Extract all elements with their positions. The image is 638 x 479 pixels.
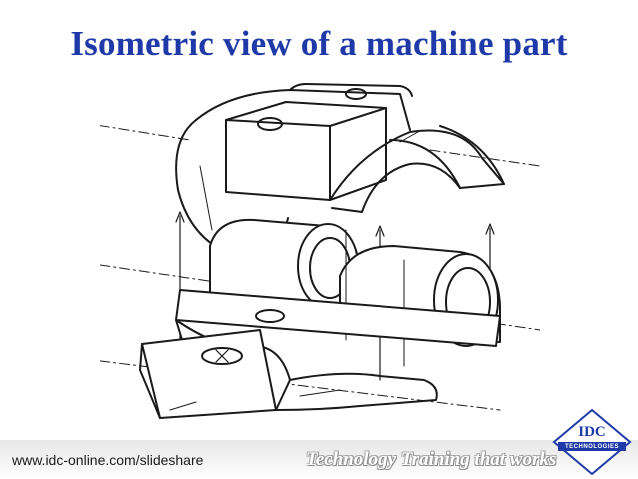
slide-title: Isometric view of a machine part (70, 24, 568, 63)
base-block (139, 289, 501, 419)
idc-logo: IDC TECHNOLOGIES (552, 408, 632, 476)
machine-part-drawing (100, 83, 540, 419)
logo-subtext: TECHNOLOGIES (564, 444, 619, 450)
footer-bar (0, 440, 638, 479)
upper-cap (175, 83, 505, 253)
footer-tagline: Technology Training that works (306, 449, 557, 470)
logo-text: IDC (578, 424, 606, 440)
idc-diamond-logo-icon (552, 408, 632, 476)
footer-url: www.idc-online.com/slideshare (12, 452, 204, 468)
